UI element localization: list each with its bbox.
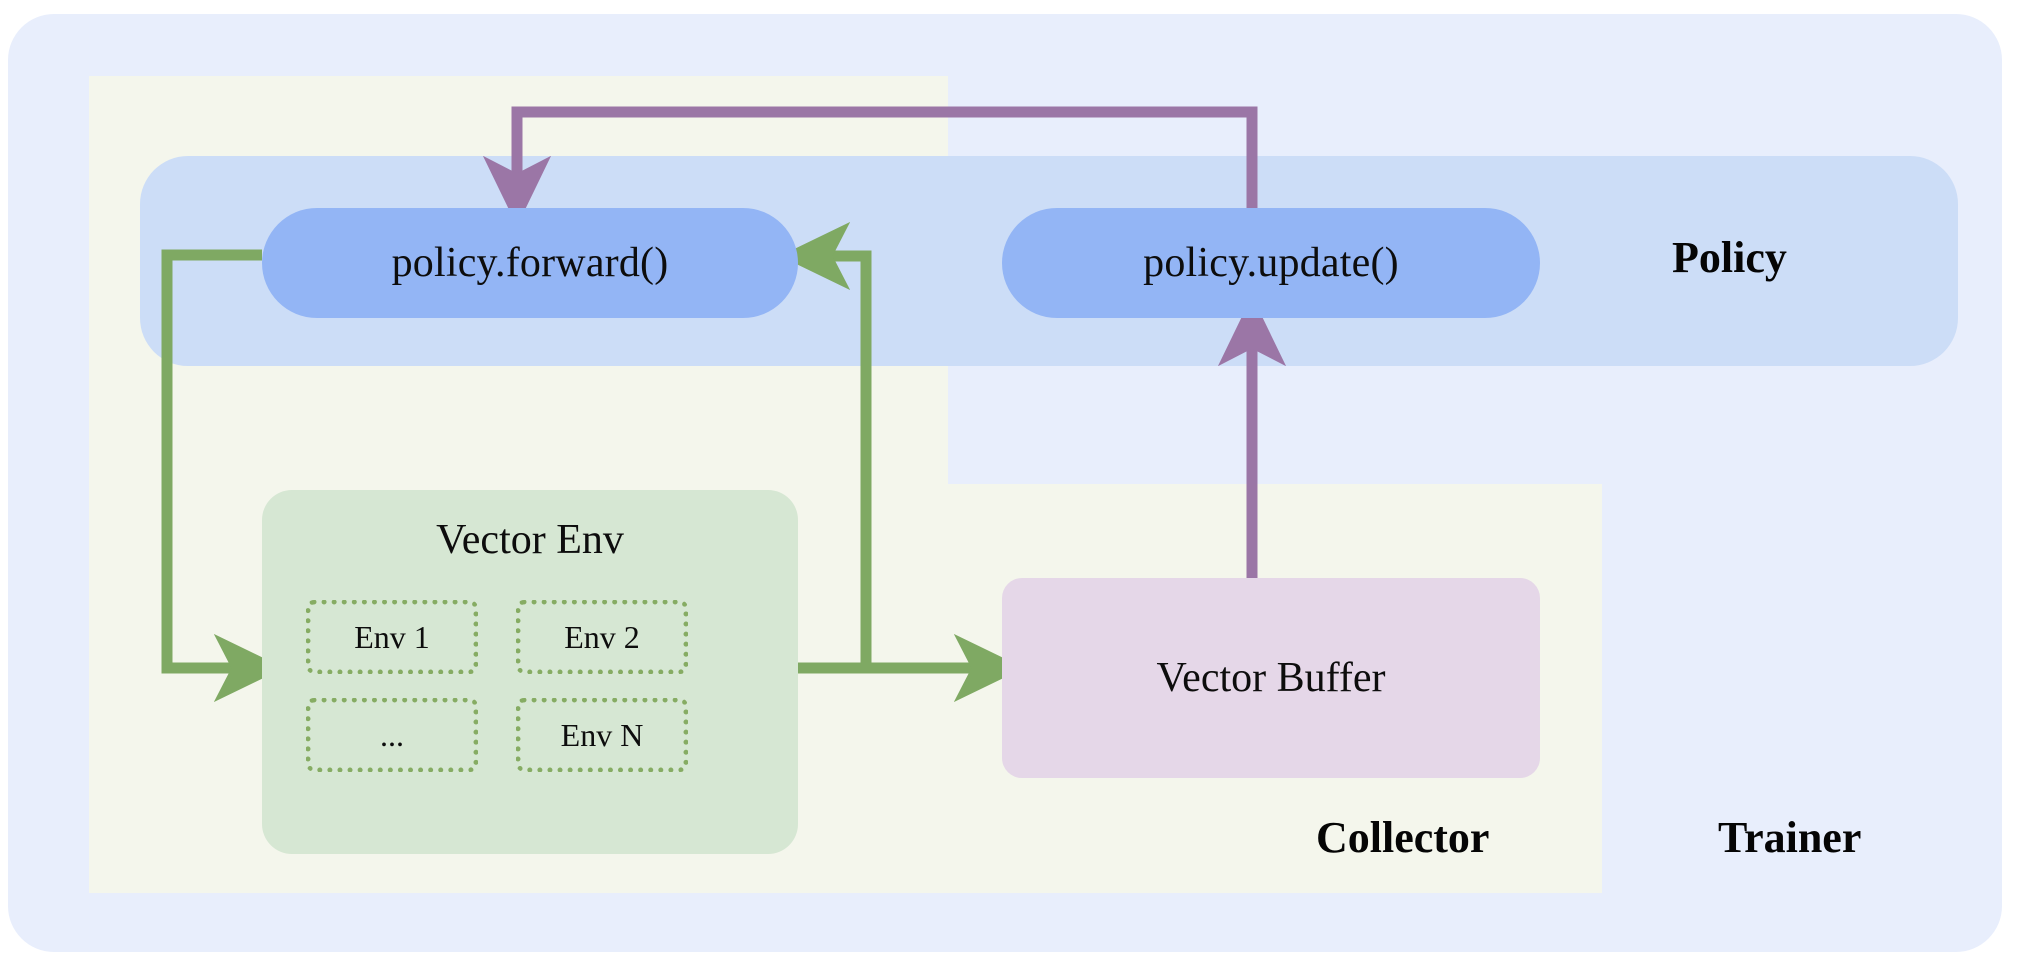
collector-container-label: Collector	[1316, 813, 1490, 862]
vector-env-node[interactable]: Vector Env Env 1 Env 2 ... Env N	[262, 490, 798, 854]
trainer-container-label: Trainer	[1718, 813, 1862, 862]
env-cell[interactable]: ...	[306, 698, 478, 772]
env-cell-grid: Env 1 Env 2 ... Env N	[306, 600, 756, 772]
env-cell[interactable]: Env 2	[516, 600, 688, 674]
env-cell[interactable]: Env N	[516, 698, 688, 772]
vector-buffer-label: Vector Buffer	[1156, 655, 1386, 701]
policy-forward-label: policy.forward()	[391, 240, 669, 286]
env-cell[interactable]: Env 1	[306, 600, 478, 674]
vector-buffer-node[interactable]: Vector Buffer	[1002, 578, 1540, 778]
vector-env-title: Vector Env	[436, 517, 624, 563]
policy-forward-node[interactable]: policy.forward()	[262, 208, 798, 318]
policy-container-label: Policy	[1672, 233, 1787, 282]
policy-update-node[interactable]: policy.update()	[1002, 208, 1540, 318]
policy-update-label: policy.update()	[1143, 240, 1399, 286]
